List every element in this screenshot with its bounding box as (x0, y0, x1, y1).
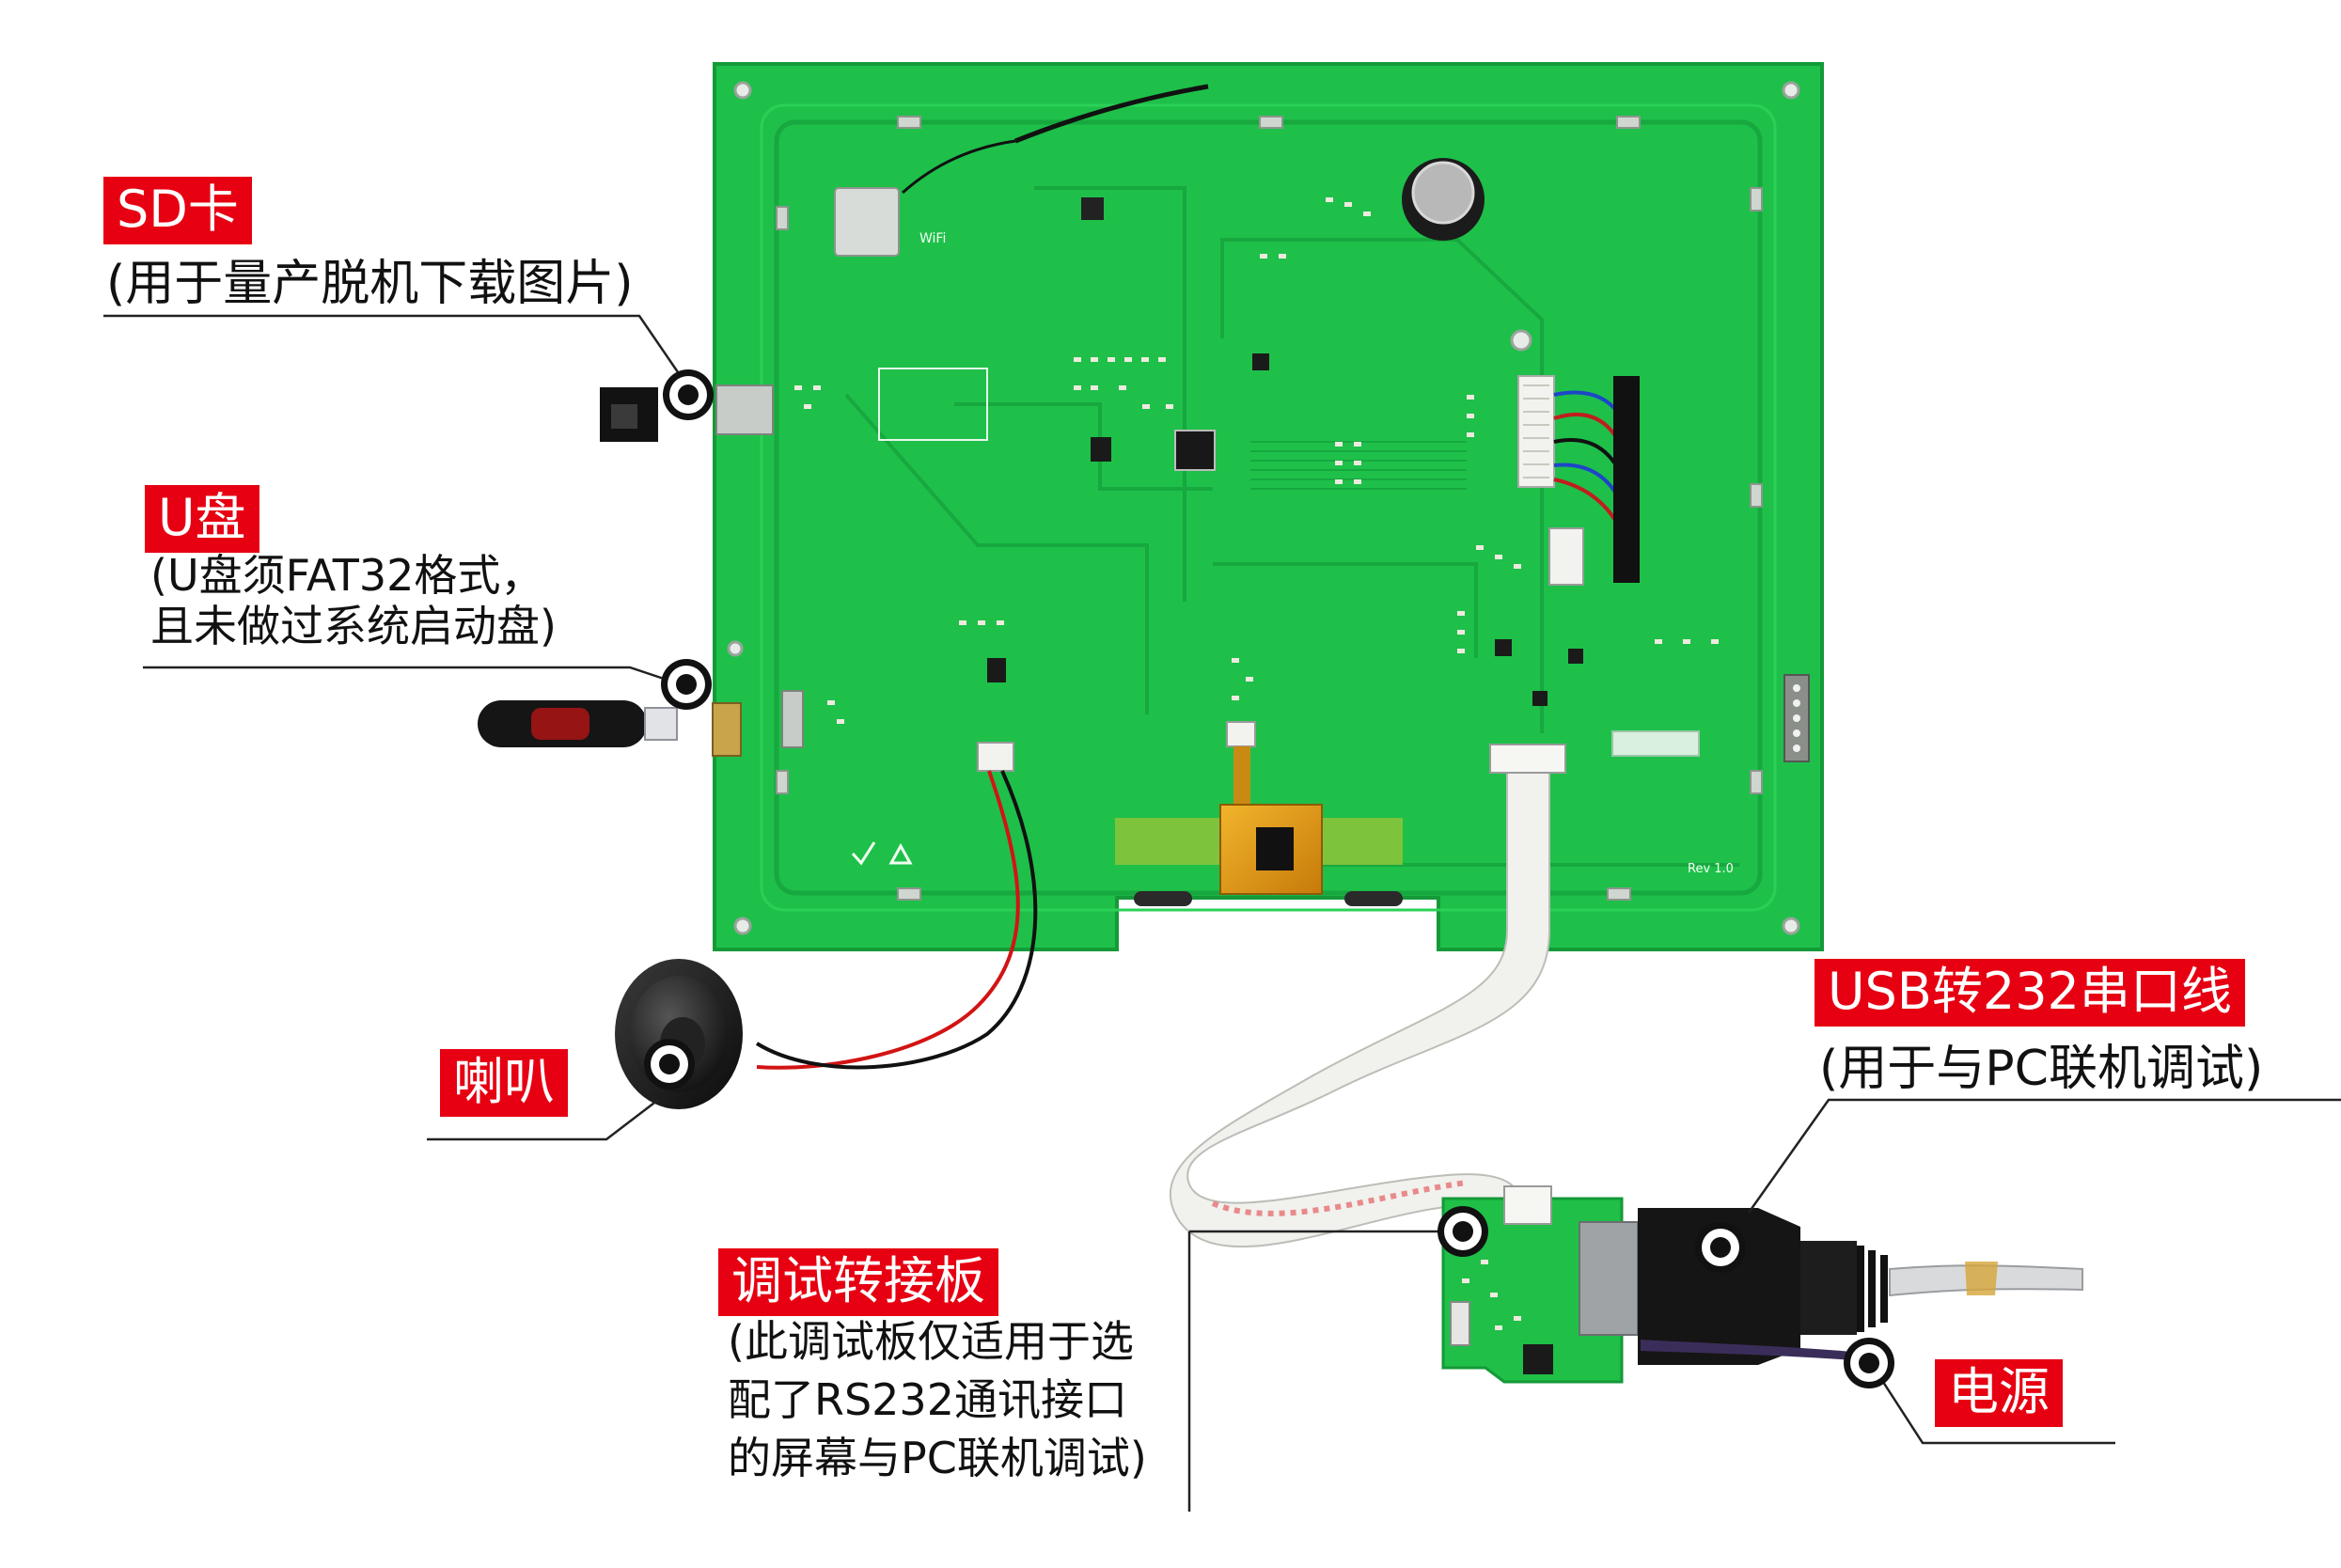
debug-board-description: (此调试板仅适用于选 配了RS232通讯接口 的屏幕与PC联机调试) (728, 1312, 1147, 1487)
wifi-mark: WiFi (919, 231, 946, 246)
marker-dot-icon (644, 369, 1894, 1388)
udisk-desc-line: 且未做过系统启动盘) (150, 601, 557, 651)
sd-card-label: SD卡 (103, 177, 252, 244)
power-label: 电源 (1935, 1359, 2063, 1427)
debug-board-desc-line: 的屏幕与PC联机调试) (728, 1433, 1147, 1483)
usb232-description: (用于与PC联机调试) (1819, 1041, 2263, 1097)
speaker-wires (755, 770, 1038, 1070)
debug-board-label: 调试转接板 (718, 1248, 998, 1316)
udisk-description: (U盘须FAT32格式， 且未做过系统启动盘) (150, 550, 557, 651)
usb-serial-cable-icon (1579, 1208, 2083, 1365)
usb232-desc-line: (用于与PC联机调试) (1819, 1041, 2264, 1097)
usb232-cable-label: USB转232串口线 (1815, 959, 2245, 1027)
speaker-label: 喇叭 (440, 1049, 568, 1117)
debug-board-desc-line: 配了RS232通讯接口 (728, 1374, 1127, 1425)
debug-board-icon (1441, 1185, 1624, 1384)
udisk-label: U盘 (145, 485, 259, 553)
sd-card-desc-line: (用于量产脱机下载图片) (106, 256, 634, 312)
main-pcb: WiFi (712, 62, 1824, 951)
flat-cable (1169, 744, 1566, 1248)
board-rev-mark: Rev 1.0 (1688, 862, 1734, 876)
sd-card-icon (600, 387, 658, 442)
udisk-desc-line: (U盘须FAT32格式， (150, 550, 544, 601)
usb-flash-drive-icon (478, 700, 678, 747)
debug-board-desc-line: (此调试板仅适用于选 (728, 1316, 1134, 1367)
sd-card-description: (用于量产脱机下载图片) (106, 256, 634, 312)
